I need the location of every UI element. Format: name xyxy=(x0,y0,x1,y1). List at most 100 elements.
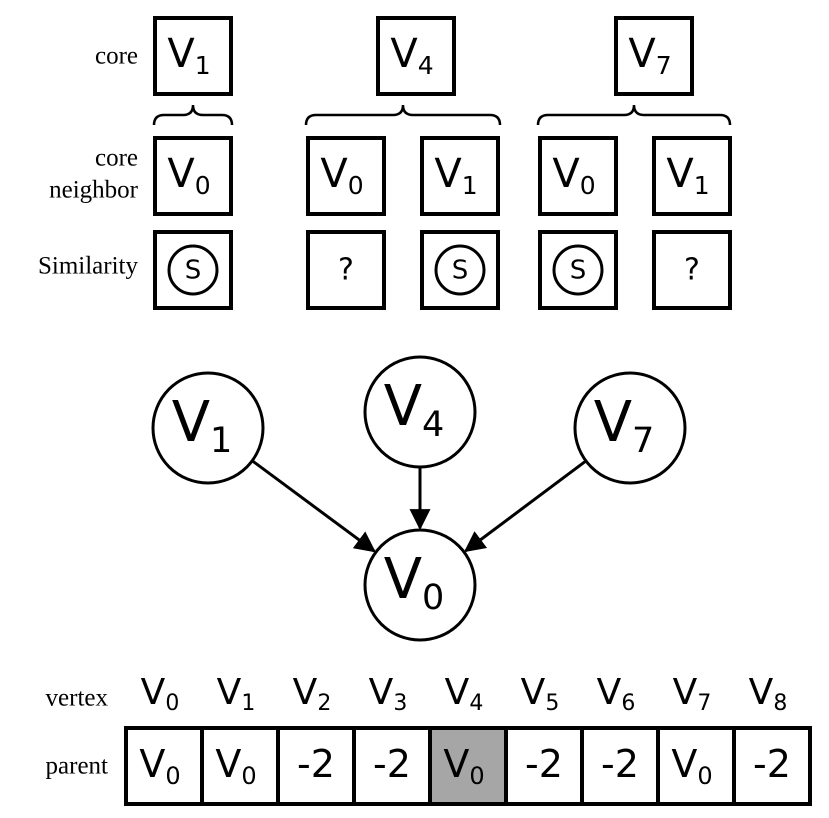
graph-node-v4 xyxy=(363,355,477,469)
vertex-header-4: V4 xyxy=(445,672,484,716)
vertex-header-2: V2 xyxy=(293,672,332,716)
vertex-header-7: V7 xyxy=(673,672,712,716)
neighbor-label-1-0: V0 xyxy=(320,151,363,200)
vertex-header-3-base: V xyxy=(369,672,394,713)
neighbor-box-1-1 xyxy=(420,136,500,216)
parent-value-0: V0 xyxy=(139,742,180,791)
core-box-2 xyxy=(614,16,694,96)
core-label-1-base: V xyxy=(390,31,418,77)
parent-value-5: -2 xyxy=(525,742,563,786)
similarity-circle-2-0 xyxy=(552,244,604,296)
neighbor-box-2-0 xyxy=(538,136,618,216)
similarity-box-1-1 xyxy=(420,230,500,310)
vertex-header-5-sub: 5 xyxy=(545,691,559,716)
parent-value-7-base: V xyxy=(671,742,697,786)
vertex-header-1-base: V xyxy=(217,672,242,713)
core-label-0: V1 xyxy=(167,31,210,80)
neighbor-label-0-0: V0 xyxy=(167,151,210,200)
parent-value-2-base: -2 xyxy=(297,742,335,786)
vertex-header-8-sub: 8 xyxy=(773,691,787,716)
graph-node-label-v0: V0 xyxy=(384,547,445,618)
parent-value-3: -2 xyxy=(373,742,411,786)
core-label-2: V7 xyxy=(628,31,671,80)
vertex-header-4-sub: 4 xyxy=(469,691,483,716)
vertex-header-2-sub: 2 xyxy=(317,691,331,716)
vertex-header-1-sub: 1 xyxy=(241,691,255,716)
row-label-core-neighbor-line1: core xyxy=(95,145,138,172)
neighbor-label-2-0-sub: 0 xyxy=(580,171,596,200)
row-label-parent: parent xyxy=(46,753,109,780)
parent-value-5-base: -2 xyxy=(525,742,563,786)
parent-value-3-base: -2 xyxy=(373,742,411,786)
graph-node-label-v0-sub: 0 xyxy=(422,578,444,618)
graph-node-label-v4: V4 xyxy=(384,374,445,445)
similarity-circle-1-1 xyxy=(434,244,486,296)
neighbor-label-2-0-base: V xyxy=(552,151,580,197)
neighbor-label-0-0-base: V xyxy=(167,151,195,197)
core-box-0 xyxy=(153,16,233,96)
graph-node-label-v4-sub: 4 xyxy=(422,405,444,445)
neighbor-label-1-1-sub: 1 xyxy=(462,171,478,200)
vertex-header-1: V1 xyxy=(217,672,256,716)
row-label-vertex: vertex xyxy=(46,685,109,712)
neighbor-label-0-0-sub: 0 xyxy=(195,171,211,200)
parent-value-8: -2 xyxy=(753,742,791,786)
vertex-header-8: V8 xyxy=(749,672,788,716)
graph-node-v1 xyxy=(151,371,265,485)
similarity-box-0-0 xyxy=(153,230,233,310)
vertex-header-7-sub: 7 xyxy=(697,691,711,716)
core-label-2-base: V xyxy=(628,31,656,77)
graph-node-label-v7-sub: 7 xyxy=(632,421,654,461)
row-label-core-neighbor-line2: neighbor xyxy=(49,177,139,204)
vertex-header-6: V6 xyxy=(597,672,636,716)
neighbor-label-1-0-base: V xyxy=(320,151,348,197)
vertex-header-5: V5 xyxy=(521,672,560,716)
graph-node-label-v7: V7 xyxy=(594,390,655,461)
row-label-core: core xyxy=(95,43,138,70)
similarity-circle-0-0 xyxy=(167,244,219,296)
vertex-header-7-base: V xyxy=(673,672,698,713)
parent-value-8-base: -2 xyxy=(753,742,791,786)
graph-node-label-v4-base: V xyxy=(384,374,422,439)
parent-cell-8 xyxy=(732,726,812,806)
vertex-header-3-sub: 3 xyxy=(393,691,407,716)
vertex-header-0-base: V xyxy=(141,672,166,713)
row-label-similarity: Similarity xyxy=(38,253,139,280)
graph-node-label-v0-base: V xyxy=(384,547,422,612)
brace-0 xyxy=(152,104,234,126)
neighbor-label-2-1: V1 xyxy=(666,151,709,200)
parent-value-4-sub: 0 xyxy=(469,762,484,790)
parent-value-0-sub: 0 xyxy=(165,762,180,790)
vertex-header-6-sub: 6 xyxy=(621,691,635,716)
parent-value-7: V0 xyxy=(671,742,712,791)
parent-value-1-sub: 0 xyxy=(241,762,256,790)
neighbor-box-1-0 xyxy=(306,136,386,216)
neighbor-label-1-1: V1 xyxy=(434,151,477,200)
neighbor-label-2-1-base: V xyxy=(666,151,694,197)
neighbor-label-1-0-sub: 0 xyxy=(348,171,364,200)
parent-value-4-base: V xyxy=(443,742,469,786)
parent-value-1-base: V xyxy=(215,742,241,786)
core-label-2-sub: 7 xyxy=(656,51,672,80)
neighbor-label-2-0: V0 xyxy=(552,151,595,200)
parent-value-6: -2 xyxy=(601,742,639,786)
vertex-header-8-base: V xyxy=(749,672,774,713)
similarity-mark-0-0: S xyxy=(185,256,202,286)
similarity-box-2-0 xyxy=(538,230,618,310)
vertex-header-5-base: V xyxy=(521,672,546,713)
vertex-header-4-base: V xyxy=(445,672,470,713)
similarity-mark-1-0: ? xyxy=(338,253,354,288)
edge-v1-to-v0 xyxy=(251,459,376,553)
vertex-header-6-base: V xyxy=(597,672,622,713)
parent-value-2: -2 xyxy=(297,742,335,786)
core-label-1-sub: 4 xyxy=(418,51,434,80)
parent-value-1: V0 xyxy=(215,742,256,791)
similarity-mark-1-1: S xyxy=(452,256,469,286)
vertex-header-2-base: V xyxy=(293,672,318,713)
parent-value-0-base: V xyxy=(139,742,165,786)
core-label-0-base: V xyxy=(167,31,195,77)
parent-value-7-sub: 0 xyxy=(697,762,712,790)
neighbor-label-1-1-base: V xyxy=(434,151,462,197)
brace-2 xyxy=(536,104,732,126)
